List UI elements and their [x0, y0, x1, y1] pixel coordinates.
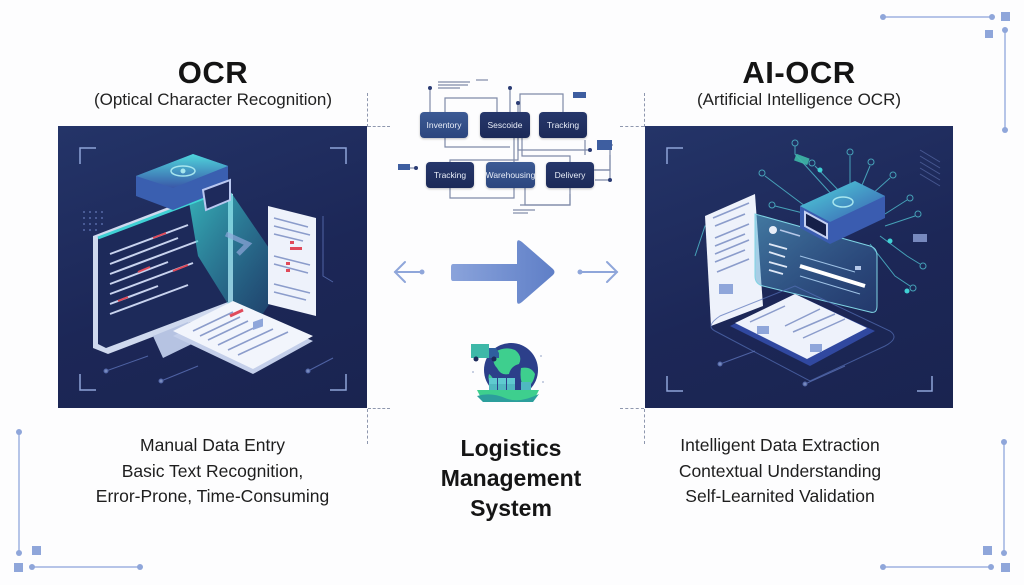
divider-right-bottom	[644, 409, 645, 444]
ocr-subtitle: (Optical Character Recognition)	[93, 90, 333, 109]
circuit-nodes	[817, 167, 910, 294]
ai-ocr-subtitle: (Artificial Intelligence OCR)	[696, 90, 902, 109]
ai-ocr-illustration-panel	[645, 126, 953, 408]
divider-right-h-top	[620, 126, 644, 127]
logistics-system-label: Logistics Management System	[400, 433, 622, 523]
divider-right-h-bottom	[620, 408, 644, 409]
paper-stack	[173, 301, 313, 374]
logistics-label-line: Logistics	[460, 435, 562, 461]
ocr-feature-item: Basic Text Recognition,	[121, 460, 304, 481]
ai-ocr-feature-item: Intelligent Data Extraction	[680, 435, 880, 455]
monitor-text-lines	[109, 224, 199, 315]
ai-ocr-feature-list: Intelligent Data Extraction Contextual U…	[645, 433, 915, 510]
truck-icon	[471, 344, 499, 362]
flowchart-node-label: Warehousing	[485, 170, 536, 180]
flowchart-node-label: Sescoide	[487, 120, 523, 130]
flowchart-node: Warehousing	[486, 162, 535, 188]
scan-arrow-icon	[224, 231, 253, 256]
ai-ocr-scanner-illustration	[666, 139, 941, 392]
ship-icon	[477, 378, 539, 402]
mini-tag	[913, 234, 927, 242]
divider-right-top	[644, 93, 645, 127]
ocr-feature-item: Error-Prone, Time-Consuming	[95, 486, 330, 506]
logistics-label-line: System	[470, 495, 552, 521]
flowchart-node-label: Inventory	[426, 120, 462, 130]
scanner	[800, 181, 885, 244]
scan-beam	[188, 188, 288, 336]
ocr-title: OCR	[177, 55, 249, 90]
corner-decoration-bottom-right	[880, 439, 1010, 572]
floating-document	[268, 206, 316, 316]
flowchart-mini-lines	[438, 79, 535, 214]
ai-ocr-title: AI-OCR	[742, 55, 856, 90]
ocr-illustration-panel	[58, 126, 367, 408]
circuit-lines	[103, 216, 334, 384]
monitor-error-marks	[117, 232, 189, 302]
divider-left-bottom	[367, 409, 368, 444]
flowchart-node-label: Delivery	[554, 170, 586, 180]
flowchart-node: Tracking	[426, 162, 474, 188]
flowchart-node: Inventory	[420, 112, 468, 138]
source-document	[705, 194, 763, 326]
center-arrows	[393, 240, 619, 304]
flowchart-connectors	[398, 79, 613, 214]
corner-decoration-bottom-left	[14, 429, 143, 572]
mini-tag	[794, 153, 810, 166]
arrow-right-small-icon	[577, 261, 619, 283]
flowchart-mini-tags	[398, 92, 612, 170]
frame-brackets	[79, 147, 347, 391]
divider-left-top	[367, 93, 368, 127]
corner-decoration-top-right	[880, 12, 1010, 133]
logistics-label-line: Management	[440, 465, 582, 491]
scanner	[136, 154, 231, 212]
tablet-document	[710, 285, 895, 382]
globe-logistics-icon	[471, 343, 544, 402]
arrow-right-icon	[451, 240, 555, 304]
flowchart-node: Delivery	[546, 162, 594, 188]
ocr-feature-list: Manual Data Entry Basic Text Recognition…	[58, 433, 367, 510]
flowchart-node-label: Tracking	[433, 170, 467, 180]
divider-left-h-bottom	[368, 408, 390, 409]
frame-brackets	[666, 147, 933, 392]
flowchart-node: Tracking	[539, 112, 587, 138]
ai-extraction-panel	[754, 213, 878, 313]
dot-grid	[83, 211, 103, 231]
ai-ocr-feature-item: Contextual Understanding	[678, 460, 882, 481]
ai-ocr-feature-item: Self-Learnited Validation	[685, 486, 875, 506]
arrow-left-icon	[393, 261, 425, 283]
flowchart-node-label: Tracking	[546, 120, 580, 130]
hatch-lines	[919, 149, 941, 187]
ocr-feature-item: Manual Data Entry	[140, 435, 285, 455]
ocr-scanner-monitor-illustration	[79, 147, 347, 391]
divider-left-h-top	[368, 126, 390, 127]
flowchart-node: Sescoide	[480, 112, 530, 138]
